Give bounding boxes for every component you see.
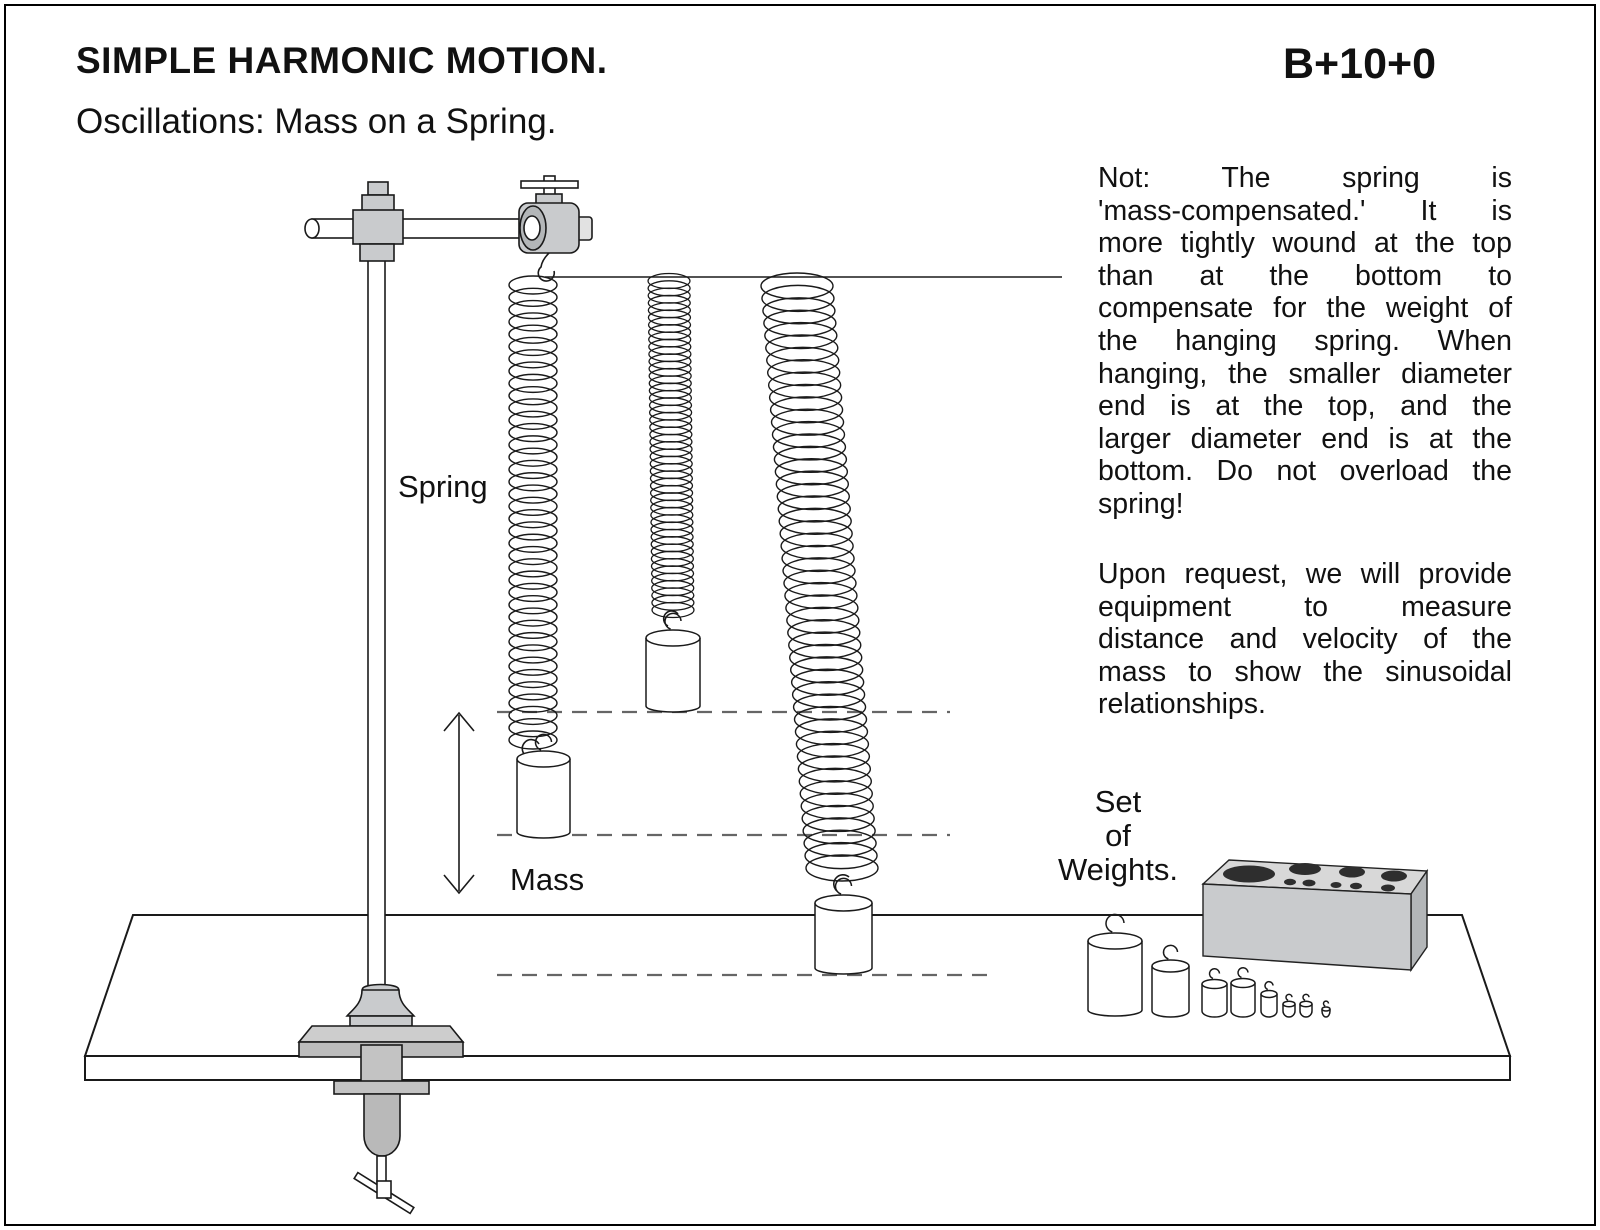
clamp-bracket bbox=[333, 1080, 430, 1095]
weight-3 bbox=[1201, 967, 1228, 1018]
weight-set bbox=[1087, 913, 1331, 1018]
weight-4 bbox=[1230, 966, 1256, 1018]
mass-on-spring-1 bbox=[516, 733, 571, 839]
lab-table bbox=[83, 914, 1512, 1081]
weight-8 bbox=[1321, 1000, 1331, 1018]
stand-vertical-rod bbox=[367, 237, 386, 993]
spring-stretched bbox=[508, 275, 558, 750]
spring-tight bbox=[647, 272, 695, 619]
block-holes bbox=[1223, 863, 1407, 892]
clamp-screw-rod bbox=[376, 1155, 387, 1183]
stand-horizontal-rod bbox=[304, 218, 541, 239]
thumbscrew-bar bbox=[520, 180, 579, 189]
mass-label: Mass bbox=[510, 862, 584, 897]
weight-2 bbox=[1151, 944, 1190, 1018]
spring-large bbox=[760, 272, 879, 882]
set-of-weights-label: Set of Weights. bbox=[1058, 784, 1178, 887]
mass-on-spring-2 bbox=[645, 612, 701, 713]
oscillation-arrow bbox=[443, 711, 475, 895]
catalog-code: B+10+0 bbox=[1283, 40, 1437, 88]
weight-storage-block bbox=[1201, 859, 1429, 973]
weight-6 bbox=[1282, 993, 1296, 1018]
clamp-screw-knob bbox=[376, 1180, 392, 1199]
trumpet-base bbox=[345, 989, 416, 1017]
weight-5 bbox=[1260, 980, 1278, 1018]
svg-text:Weights.: Weights. bbox=[1058, 852, 1178, 887]
page-title: SIMPLE HARMONIC MOTION. bbox=[76, 40, 608, 81]
holder-hook bbox=[537, 252, 556, 282]
spring-holder-clamp bbox=[518, 175, 593, 282]
weight-7 bbox=[1299, 993, 1313, 1018]
spring-label: Spring bbox=[398, 469, 488, 504]
equilibrium-dashed-lines bbox=[497, 710, 988, 977]
holder-bore bbox=[523, 215, 541, 241]
table-clamp-base bbox=[297, 983, 465, 1215]
svg-text:Set: Set bbox=[1095, 784, 1142, 819]
clamp-screw-body bbox=[363, 1093, 401, 1157]
hanging-masses bbox=[516, 612, 873, 975]
weight-1 bbox=[1087, 913, 1143, 1017]
support-stand bbox=[297, 175, 593, 1215]
base-plate-top bbox=[297, 1025, 465, 1043]
note-spring-info: Not: The spring is'mass-compensated.' It… bbox=[1098, 162, 1512, 520]
page-subtitle: Oscillations: Mass on a Spring. bbox=[76, 102, 557, 141]
svg-text:of: of bbox=[1105, 818, 1131, 853]
boss-head-clamp bbox=[352, 181, 404, 262]
mass-on-spring-3 bbox=[814, 877, 873, 975]
